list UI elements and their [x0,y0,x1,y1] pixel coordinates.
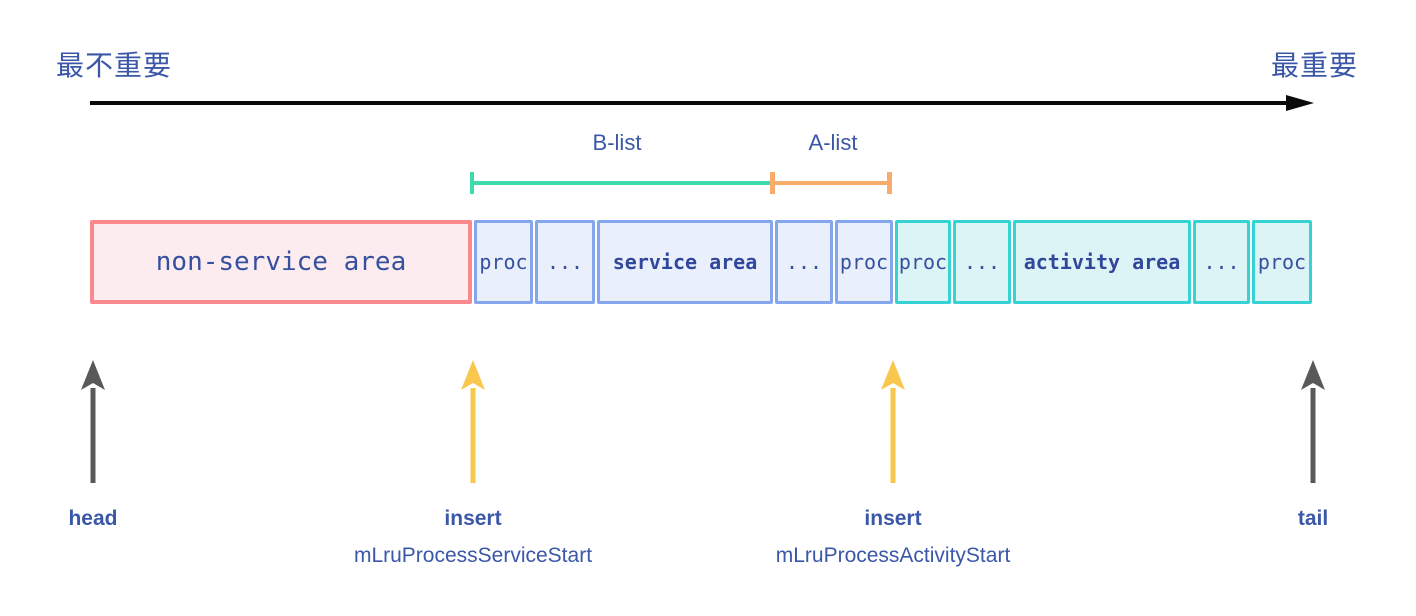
head-pointer: head [0,358,253,578]
b-list-label: B-list [592,130,642,155]
bar-segment: ... [535,220,595,304]
insert-service-label: insert [444,507,502,530]
tail-label: tail [1297,507,1329,530]
bar-segment-label: ... [1203,250,1240,274]
bar-segment: proc [1252,220,1312,304]
bar-segment: ... [1193,220,1250,304]
least-important-label: 最不重要 [56,50,173,81]
insert-activity-arrow-icon [881,360,905,483]
bar-segment-label: activity area [1023,250,1181,274]
tail-arrow-icon [1301,360,1325,483]
bar-segment: proc [835,220,893,304]
b-list-bracket-line [472,181,772,185]
insert-activity-pointer: insert mLruProcessActivityStart [733,358,1053,578]
bar-segment-label: ... [546,250,584,274]
bar-segment-label: proc [479,250,528,274]
bar-segment-label: proc [898,250,948,274]
a-list-bracket-tick-right [887,172,892,194]
bar-segment-label: proc [839,250,889,274]
bar-segment: service area [597,220,773,304]
tail-pointer: tail [1153,358,1416,578]
bar-segment-label: ... [963,250,1001,274]
bar-segment-label: ... [785,250,823,274]
bar-segment: proc [474,220,533,304]
bar-segment: non-service area [90,220,472,304]
a-list-bracket-tick-left [770,172,775,194]
bar-segment-label: non-service area [155,247,407,277]
a-list-bracket-line [772,181,890,185]
bar-segment: activity area [1013,220,1191,304]
head-arrow-icon [81,360,105,483]
insert-activity-sublabel: mLruProcessActivityStart [775,544,1011,567]
insert-service-arrow-icon [461,360,485,483]
bar-segment: proc [895,220,951,304]
bar-segment-label: service area [612,250,758,274]
insert-service-pointer: insert mLruProcessServiceStart [313,358,633,578]
lru-process-bar: non-service area proc... service area... pr… [90,220,1315,304]
insert-activity-label: insert [864,507,922,530]
bar-segment: ... [953,220,1011,304]
b-list-bracket-tick [470,172,474,194]
bar-segment: ... [775,220,833,304]
head-label: head [68,507,118,530]
insert-service-sublabel: mLruProcessServiceStart [353,544,593,567]
most-important-label: 最重要 [1270,50,1358,81]
bar-segment-label: proc [1257,250,1307,274]
importance-axis-arrow-icon [90,95,1314,111]
a-list-label: A-list [808,130,858,155]
